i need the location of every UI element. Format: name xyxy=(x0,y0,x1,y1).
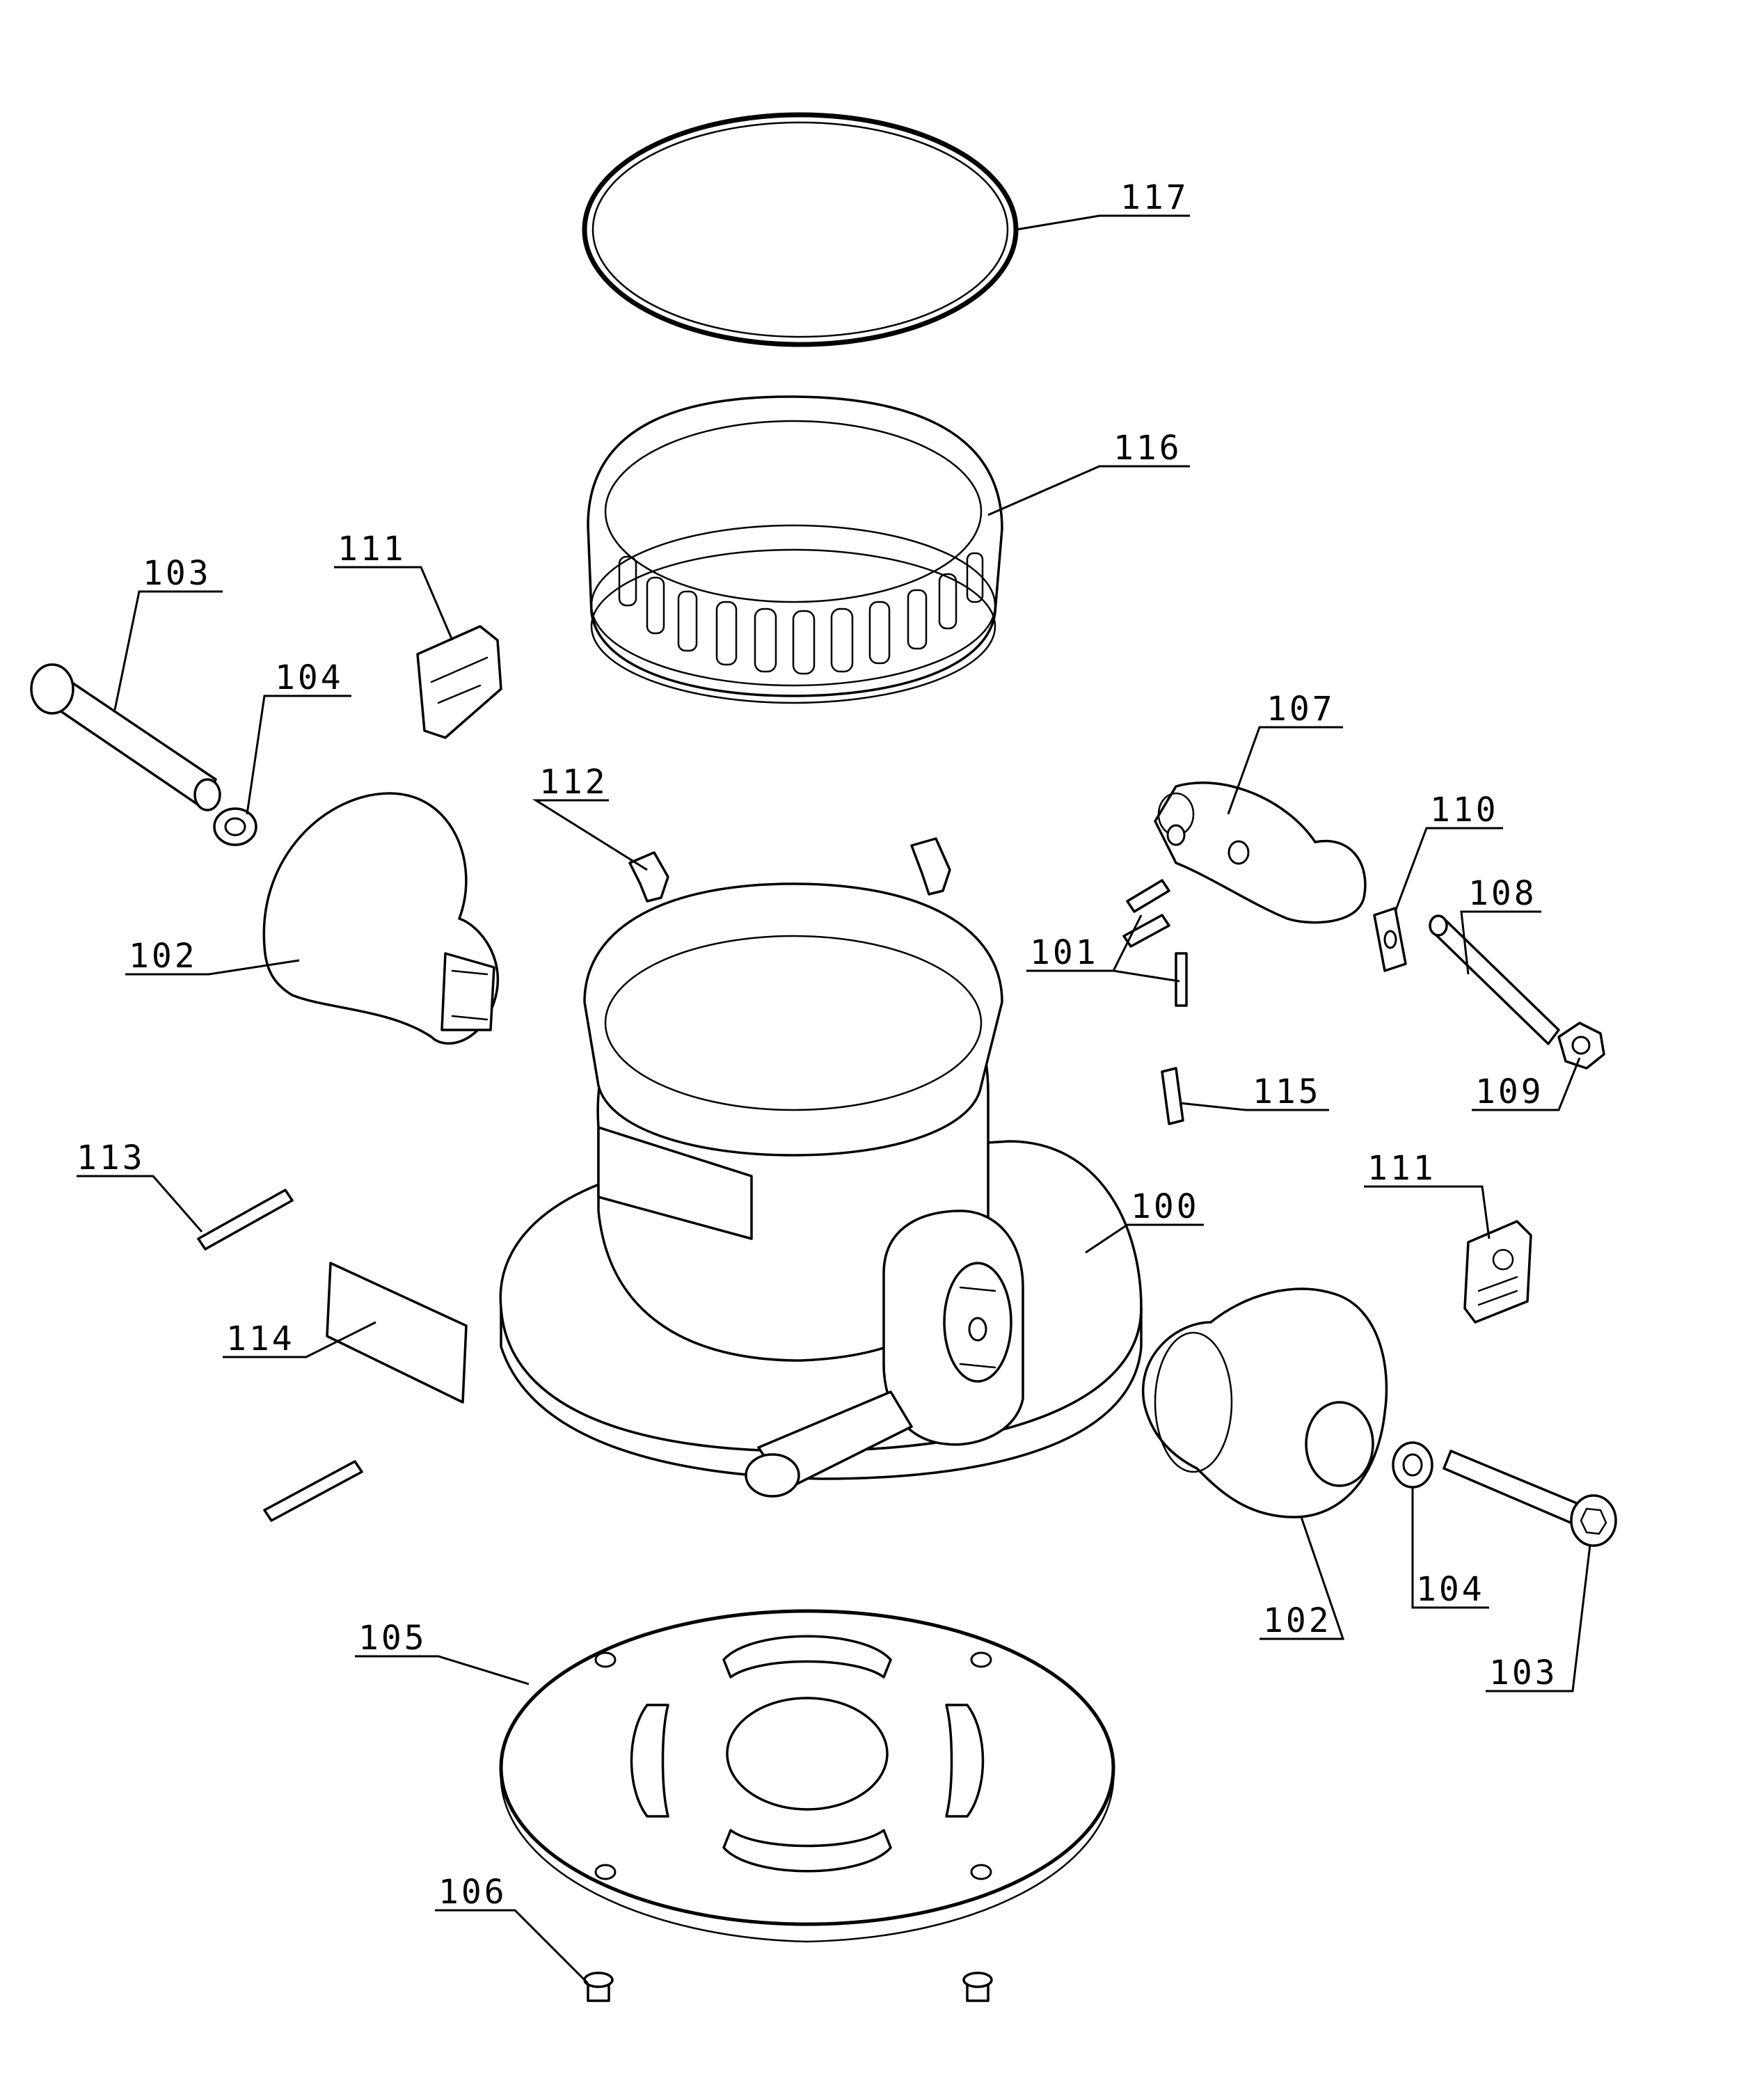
callout-117: 117 xyxy=(1120,178,1189,217)
part-108-pin xyxy=(1429,914,1560,1045)
part-112-clips xyxy=(628,837,951,903)
part-106-screws xyxy=(583,1972,993,2002)
part-105-sub-base xyxy=(499,1609,1115,1943)
part-116-adjustment-ring xyxy=(587,395,1003,704)
callout-110: 110 xyxy=(1430,791,1499,830)
callout-108: 108 xyxy=(1468,874,1537,913)
part-115-shim xyxy=(1161,1067,1184,1125)
callout-102-a: 102 xyxy=(129,937,198,976)
callout-104-a: 104 xyxy=(275,658,344,697)
part-104-washer-left xyxy=(213,807,257,846)
part-104-washer-right xyxy=(1392,1441,1433,1489)
callout-103-b: 103 xyxy=(1489,1653,1558,1692)
callout-106: 106 xyxy=(438,1873,507,1912)
part-113-pins xyxy=(197,1189,363,1522)
part-101-roll-pins xyxy=(1122,879,1188,1007)
leader-lines xyxy=(77,214,1591,1985)
part-111-latch-lower xyxy=(1463,1220,1532,1324)
part-102-knob-left xyxy=(262,792,499,1045)
callout-114: 114 xyxy=(226,1319,295,1358)
part-114-label-plate xyxy=(326,1262,468,1404)
callout-102-b: 102 xyxy=(1263,1601,1332,1640)
callout-111-a: 111 xyxy=(337,530,406,569)
callout-100: 100 xyxy=(1131,1187,1200,1226)
part-100-router-base xyxy=(499,882,1143,1498)
callout-109: 109 xyxy=(1475,1072,1544,1111)
callout-101: 101 xyxy=(1030,933,1099,972)
callout-113: 113 xyxy=(77,1139,145,1177)
part-102-knob-right xyxy=(1142,1287,1388,1518)
callout-104-b: 104 xyxy=(1416,1570,1485,1609)
part-117-o-ring xyxy=(582,112,1019,347)
part-110-nut-plate xyxy=(1373,907,1407,972)
callout-115: 115 xyxy=(1253,1072,1321,1111)
part-103-bolt-left xyxy=(30,663,221,811)
part-107-plunge-lever xyxy=(1154,782,1367,924)
callout-labels: 117 116 103 111 104 107 112 110 108 102 … xyxy=(77,178,1558,1912)
callout-116: 116 xyxy=(1113,429,1182,468)
callout-112: 112 xyxy=(539,763,608,802)
callout-105: 105 xyxy=(358,1619,427,1658)
part-109-nut xyxy=(1557,1022,1605,1070)
part-111-latch-upper xyxy=(416,625,502,739)
callout-103-a: 103 xyxy=(143,554,212,593)
callout-107: 107 xyxy=(1266,690,1335,729)
part-103-bolt-right xyxy=(1443,1450,1617,1547)
callout-111-b: 111 xyxy=(1367,1149,1436,1188)
